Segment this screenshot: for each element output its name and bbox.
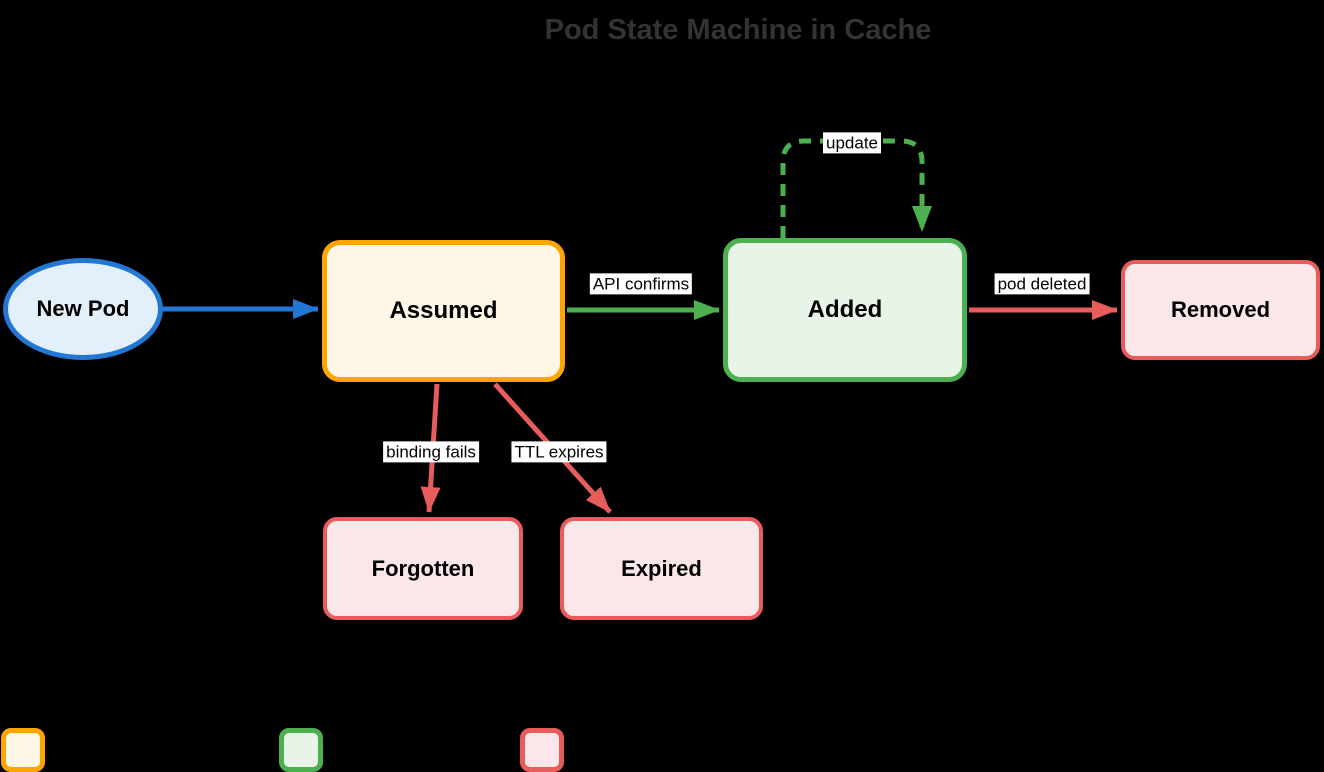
node-added: Added xyxy=(723,238,967,382)
edge-label-api-confirms: API confirms xyxy=(589,273,693,295)
node-added-label: Added xyxy=(807,296,883,323)
node-assumed: Assumed xyxy=(322,240,565,382)
node-forgotten-label: Forgotten xyxy=(371,555,475,581)
page-title: Pod State Machine in Cache xyxy=(544,14,932,46)
node-assumed-label: Assumed xyxy=(389,297,498,324)
node-new-pod: New Pod xyxy=(3,258,163,360)
legend-swatch-assumed-style xyxy=(1,728,45,772)
node-removed-label: Removed xyxy=(1170,297,1271,322)
edge-added-update-self-loop xyxy=(780,138,932,238)
legend-swatch-added-style xyxy=(279,728,323,772)
node-removed: Removed xyxy=(1121,260,1320,360)
node-expired: Expired xyxy=(560,517,763,620)
node-forgotten: Forgotten xyxy=(323,517,523,620)
edge-label-pod-deleted: pod deleted xyxy=(994,273,1090,295)
edge-label-binding-fails: binding fails xyxy=(383,441,479,463)
legend-swatch-removed-style xyxy=(520,728,564,772)
node-new-pod-label: New Pod xyxy=(36,296,130,321)
edge-label-ttl-expires: TTL expires xyxy=(511,441,607,463)
node-expired-label: Expired xyxy=(621,555,702,581)
edge-label-update: update xyxy=(823,132,881,154)
